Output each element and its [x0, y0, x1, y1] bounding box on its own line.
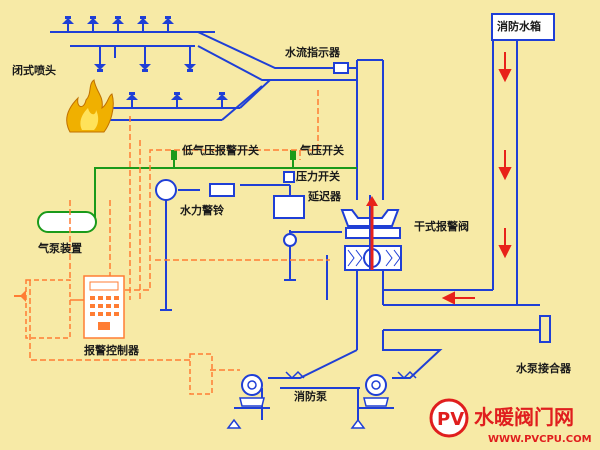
label-pump-adapter: 水泵接合器 [516, 362, 571, 375]
water-flow-indicator [333, 62, 357, 74]
fire-flame-icon [66, 79, 114, 133]
main-riser [261, 40, 551, 420]
label-dry-alarm-valve: 干式报警阀 [414, 220, 469, 233]
signal-lines [29, 90, 330, 371]
drain-valve [283, 233, 297, 247]
svg-text:PV: PV [437, 409, 464, 430]
pressure-switch-nubs [171, 150, 296, 168]
sprinkler-network [50, 24, 357, 121]
watermark-url: WWW.PVCPU.COM [488, 434, 592, 445]
label-air-pump: 气泵装置 [38, 242, 82, 255]
sprinkler-heads [62, 16, 228, 100]
watermark: PV 水暖阀门网 WWW.PVCPU.COM [429, 398, 592, 445]
delay-device [273, 195, 305, 219]
check-valves [285, 370, 417, 380]
fire-pump-1 [226, 374, 270, 429]
pressure-switch [283, 171, 295, 183]
fire-pump-2 [350, 374, 394, 429]
label-alarm-controller: 报警控制器 [84, 344, 139, 357]
label-low-air-pressure-switch: 低气压报警开关 [182, 144, 259, 157]
watermark-logo-icon [429, 398, 469, 438]
bell-motor [209, 183, 235, 197]
flow-arrows [441, 52, 512, 305]
label-air-pressure-switch: 气压开关 [300, 144, 344, 157]
label-closed-sprinkler: 闭式喷头 [12, 64, 56, 77]
label-delay-device: 延迟器 [308, 190, 341, 203]
label-fire-pump: 消防泵 [294, 390, 327, 403]
fire-tank-box [491, 13, 555, 41]
label-pressure-switch: 压力开关 [296, 170, 340, 183]
pump-control-box [189, 353, 213, 395]
label-water-motor-alarm: 水力警铃 [180, 204, 224, 217]
alarm-controller [14, 275, 125, 339]
air-supply-line [94, 167, 357, 218]
air-pump-device [37, 211, 97, 233]
label-fire-tank: 消防水箱 [497, 20, 541, 33]
watermark-brand: 水暖阀门网 [474, 405, 574, 429]
alarm-line [160, 184, 342, 311]
dry-alarm-valve [340, 195, 402, 271]
label-water-flow-indicator: 水流指示器 [285, 46, 340, 59]
water-motor-bell [155, 179, 177, 201]
